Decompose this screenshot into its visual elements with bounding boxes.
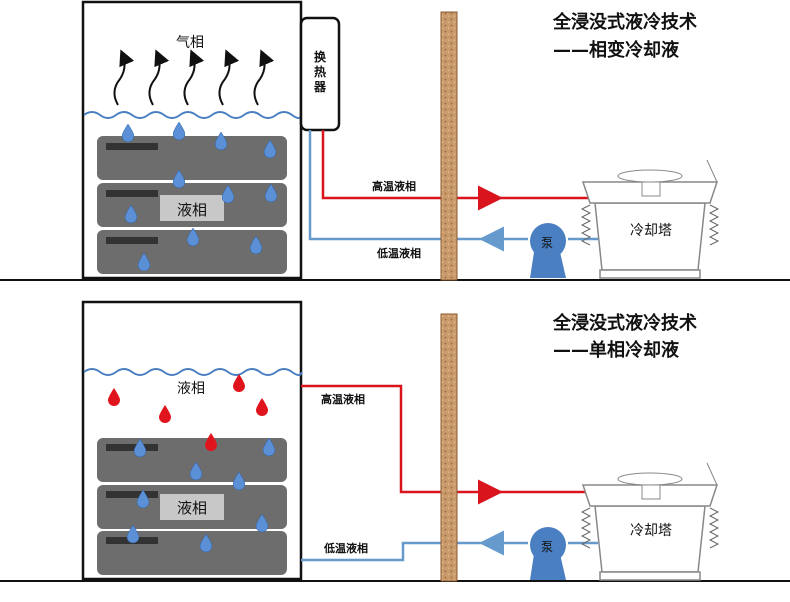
bottom-wall [440,313,458,582]
bottom-liquid-phase-label: 液相 [177,499,208,517]
server-slot [106,444,158,451]
server-slot [106,491,158,498]
vapor-arrow [253,49,275,106]
bottom-title-line2: ——单相冷却液 [553,340,679,361]
vapor-arrow [148,49,170,106]
top-cooling-tower [580,159,720,279]
top-tower-label: 冷却塔 [630,223,672,239]
bottom-panel [0,300,790,582]
top-liquid-phase-label: 液相 [177,201,208,219]
bottom-title-line1: 全浸没式液冷技术 [553,313,697,334]
tower-base [599,571,701,581]
tower-coil-right [708,507,720,549]
heat-exchanger [299,16,341,132]
bottom-cold-pipe-label: 低温液相 [324,542,368,555]
vapor-arrow [218,49,240,106]
bottom-upper-liquid-label: 液相 [177,381,205,397]
bottom-tower-label: 冷却塔 [630,523,672,539]
top-cold-pipe-label: 低温液相 [377,247,421,260]
bottom-pump [530,527,566,580]
bottom-liquid-surface [83,368,303,376]
tower-edge [706,462,718,486]
top-title-line2: ——相变冷却液 [553,40,679,61]
server-slot [106,190,158,197]
liquid-label-box [160,494,224,520]
fan-icon [617,169,683,183]
top-liquid-surface [83,111,303,119]
heat-exchanger-label: 换 热 器 [314,50,327,94]
bottom-cooling-tower [580,462,720,581]
fan-icon [617,472,683,486]
server-slot [106,143,158,150]
tower-coil-right [708,204,720,246]
vapor-arrow [183,49,205,106]
liquid-label-box [160,195,224,221]
bottom-hot-pipe-label: 高温液相 [321,393,365,406]
fan-motor-icon [641,181,661,197]
bottom-pump-label: 泵 [541,540,554,554]
top-cold-pipe-return [308,130,484,241]
pump-body [530,527,566,563]
top-wall [440,11,458,281]
top-title-line1: 全浸没式液冷技术 [553,12,697,33]
vapor-arrows [113,49,275,106]
top-hot-pipe [321,130,503,211]
pump-body [530,223,566,259]
top-pump [530,223,566,278]
pump-base [530,252,566,278]
top-panel [0,0,790,281]
tower-coil-left [580,507,592,549]
top-pump-label: 泵 [541,236,554,250]
server-slot [106,237,158,244]
vapor-arrow [113,49,135,106]
tower-edge [706,159,718,183]
fan-motor-icon [641,484,661,500]
server-blade [97,136,287,180]
tower-base [599,269,701,279]
tower-coil-left [580,204,592,246]
top-hot-pipe-label: 高温液相 [372,180,416,193]
gas-phase-label: 气相 [176,35,204,51]
